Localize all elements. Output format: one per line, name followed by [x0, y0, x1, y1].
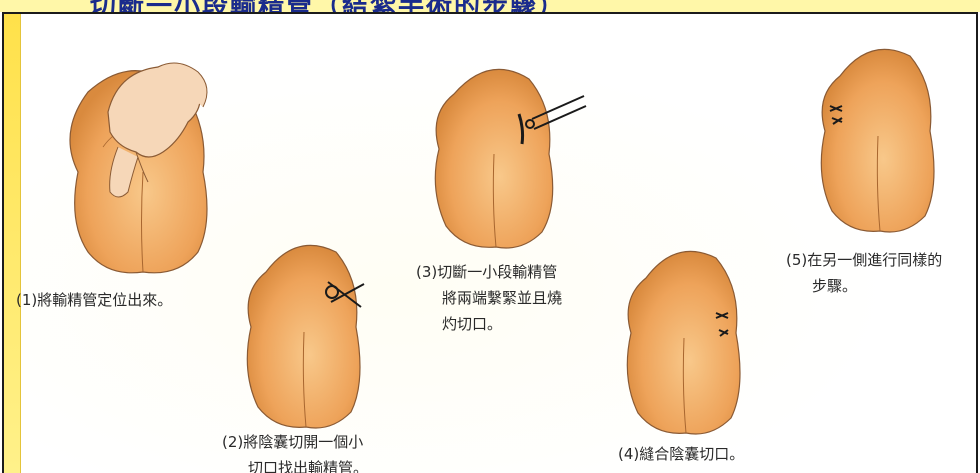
step4-caption: (4)縫合陰囊切口。 — [618, 445, 745, 463]
step2-caption-line2: 切口找出輸精管。 — [248, 459, 369, 473]
step4-illustration — [626, 250, 741, 435]
step5-caption-line1: (5)在另一側進行同樣的 — [786, 251, 943, 269]
left-yellow-band — [4, 14, 21, 473]
step2-illustration — [246, 244, 365, 429]
diagram-board: (1)將輸精管定位出來。 (2)將陰囊切開一個小 切口找出輸精管。 — [2, 12, 978, 473]
step2-caption-line1: (2)將陰囊切開一個小 — [222, 433, 364, 451]
step5-caption-line2: 步驟。 — [812, 277, 858, 295]
top-strip: 切斷一小段輸精管（結紮手術的步驟） — [0, 0, 980, 12]
clipped-title: 切斷一小段輸精管（結紮手術的步驟） — [90, 0, 566, 12]
step3-caption-line3: 灼切口。 — [442, 315, 503, 333]
step3-caption-line2: 將兩端繫緊並且燒 — [442, 289, 563, 307]
step1-illustration — [69, 62, 208, 274]
step1-caption: (1)將輸精管定位出來。 — [16, 291, 173, 309]
step3-caption-line1: (3)切斷一小段輸精管 — [416, 263, 558, 281]
step3-illustration — [434, 68, 587, 249]
step5-illustration — [820, 48, 935, 233]
